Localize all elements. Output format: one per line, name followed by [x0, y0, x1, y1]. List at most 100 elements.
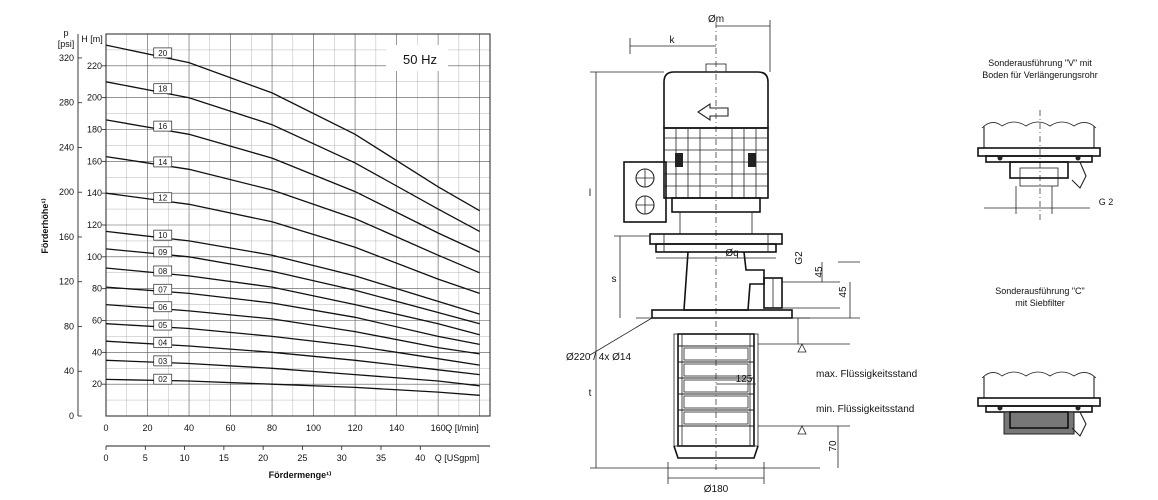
variant-c-title-2: mit Siebfilter [1015, 298, 1065, 308]
curve-08 [105, 267, 480, 336]
x-usgpm-tick-label: 40 [415, 453, 425, 463]
x-lmin-tick-label: 20 [143, 423, 153, 433]
curve-label-box-18 [153, 83, 173, 95]
x-lmin-tick-label: 160 [431, 423, 446, 433]
curve-label-07: 07 [158, 285, 167, 294]
curve-label-10: 10 [158, 231, 167, 240]
curve-label-box-10 [153, 229, 173, 241]
curve-label-03: 03 [158, 357, 167, 366]
curve-label-box-04 [153, 337, 173, 348]
dim-g2: G2 [794, 251, 805, 265]
curve-label-05: 05 [158, 321, 167, 330]
dim-t: t [589, 388, 592, 399]
variant-v-dim: G 2 [1099, 197, 1114, 207]
curve-label-06: 06 [158, 303, 167, 312]
curve-16 [105, 119, 480, 253]
curve-20 [105, 44, 480, 212]
psi-tick-label: 200 [59, 187, 74, 197]
dim-125: 125 [736, 374, 753, 385]
curve-09 [105, 248, 480, 325]
x-lmin-tick-label: 40 [184, 423, 194, 433]
dim-45-lower: 45 [838, 286, 849, 298]
variant-c-drawing [977, 371, 1101, 437]
psi-tick-label: 80 [64, 321, 74, 331]
curve-label-box-05 [153, 319, 173, 331]
mounting-flange [649, 233, 783, 253]
psi-tick-label: 40 [64, 366, 74, 376]
curve-04 [105, 340, 480, 376]
h-tick-label: 40 [92, 347, 102, 357]
h-tick-label: 60 [92, 316, 102, 326]
chart-ticks: 2040608010012014016018020022004080120160… [59, 53, 446, 463]
dimension-lines [589, 20, 860, 484]
x-lmin-tick-label: 0 [103, 423, 108, 433]
h-tick-label: 200 [87, 93, 102, 103]
curve-label-20: 20 [158, 49, 167, 58]
curve-14 [105, 155, 480, 274]
dim-base-diameter: Ø180 [704, 484, 729, 495]
x-lmin-tick-label: 100 [306, 423, 321, 433]
x-usgpm-tick-label: 30 [337, 453, 347, 463]
curve-label-box-12 [153, 192, 173, 204]
h-tick-label: 220 [87, 61, 102, 71]
curve-03 [105, 359, 480, 387]
x-axis-unit-lmin: Q [l/min] [445, 423, 479, 433]
x-axis-label: Fördermenge¹⁾ [269, 470, 332, 480]
dim-k: k [670, 35, 676, 46]
curve-12 [105, 192, 480, 295]
psi-tick-label: 280 [59, 98, 74, 108]
curve-07 [105, 286, 480, 346]
x-usgpm-tick-label: 5 [143, 453, 148, 463]
curve-label-box-06 [153, 301, 173, 313]
psi-axis-title-p: p [63, 28, 68, 38]
curve-label-12: 12 [158, 194, 167, 203]
dim-s: s [612, 274, 617, 285]
curve-label-18: 18 [158, 85, 167, 94]
h-tick-label: 80 [92, 284, 102, 294]
curve-label-box-14 [153, 156, 173, 168]
psi-tick-label: 160 [59, 232, 74, 242]
x-lmin-tick-label: 60 [226, 423, 236, 433]
curve-label-04: 04 [158, 339, 167, 348]
dim-motor-diameter: Øm [708, 14, 724, 25]
curve-label-09: 09 [158, 248, 167, 257]
curve-label-08: 08 [158, 267, 167, 276]
label-max-level: max. Flüssigkeitsstand [816, 369, 917, 380]
h-tick-label: 100 [87, 252, 102, 262]
x-usgpm-tick-label: 20 [258, 453, 268, 463]
psi-tick-label: 120 [59, 277, 74, 287]
dim-45-upper: 45 [814, 266, 825, 278]
curve-label-box-03 [153, 355, 173, 367]
variant-c-title-1: Sonderausführung "C" [995, 286, 1084, 296]
curve-label-box-16 [153, 120, 173, 132]
x-lmin-tick-label: 140 [389, 423, 404, 433]
chart-axes [77, 33, 491, 447]
y-axis-label: Förderhöhe¹⁾ [40, 198, 50, 253]
dim-flange: Ø220 / 4x Ø14 [566, 352, 631, 363]
h-tick-label: 160 [87, 156, 102, 166]
x-usgpm-tick-label: 25 [297, 453, 307, 463]
dim-q: Øq [725, 248, 738, 259]
curve-label-box-09 [153, 246, 173, 258]
x-usgpm-tick-label: 35 [376, 453, 386, 463]
psi-tick-label: 240 [59, 142, 74, 152]
curve-02 [105, 378, 480, 396]
curve-label-box-02 [153, 373, 173, 385]
variant-v-title-1: Sonderausführung "V" mit [988, 58, 1092, 68]
frequency-label: 50 Hz [403, 52, 437, 67]
pump-neck [683, 251, 783, 311]
curve-18 [105, 81, 480, 232]
h-tick-label: 140 [87, 188, 102, 198]
x-usgpm-tick-label: 15 [219, 453, 229, 463]
curve-label-box-20 [153, 47, 173, 59]
h-tick-label: 20 [92, 379, 102, 389]
base-plate [651, 309, 793, 319]
rotation-arrow-icon [697, 102, 729, 122]
x-usgpm-tick-label: 10 [180, 453, 190, 463]
curve-10 [105, 230, 480, 315]
curve-label-16: 16 [158, 122, 167, 131]
variant-v-drawing [977, 110, 1101, 220]
x-axis-unit-usgpm: Q [USgpm] [435, 453, 480, 463]
